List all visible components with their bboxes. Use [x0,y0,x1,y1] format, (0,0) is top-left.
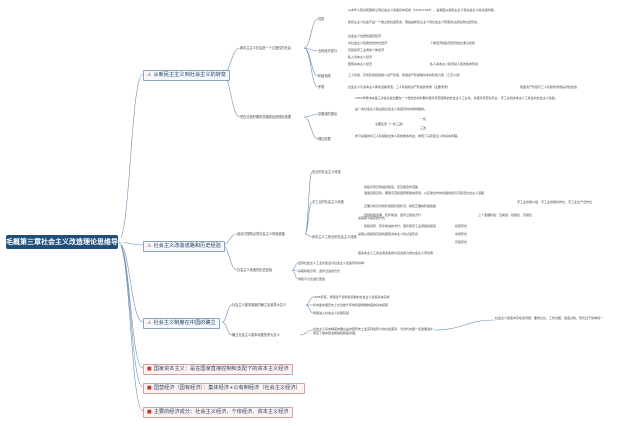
connector [304,201,313,235]
note: 把资本主义工商业者改造成为自食其力的社会主义劳动者 [358,251,434,255]
sidenote: 三改 [420,126,427,130]
connector [117,73,144,243]
topic-theory-basis[interactable]: 理论依据 [318,137,331,141]
topic-nature[interactable]: 性质 [318,17,325,21]
note: 1956年底，我国生产资料私有制的社会主义改造基本完成 [313,295,390,299]
note: 工人阶级、农民阶级和其他小资产阶级、民族资产阶级等基本的阶级力量（工农小资） [348,73,463,77]
note: 遵循自愿互利、典型示范和国家帮助的原则，以互助合作的优越性吸引农民走社会主义道路 [364,191,485,195]
connector [305,304,314,314]
note: 积极引导农民组织起来，走互助合作道路 [364,185,419,189]
note: 社会主义与资本主义两条道路矛盾，工人阶级和资产阶级的矛盾（主要矛盾） [348,85,451,89]
branch-main-economy[interactable]: ■主要的经济成分：社会主义经济、个体经济、资本主义经济 [143,407,293,418]
note: 国家资本主义经济 [348,62,373,66]
note: 标志着中国历史上长达数千年的阶级剥削制度的基本结束 [313,303,389,307]
topic-class-structure[interactable]: 阶级构成 [318,74,331,78]
note: 社会主义基本制度的确立是中国历史上最深刻最伟大的社会变革，为当代中国一切发展进步… [313,327,434,335]
warning-icon: ⚠ [147,72,152,78]
note: 是一条社会主义建设和社会主义改造同时并举的路线。 [355,107,428,111]
connector [303,116,319,140]
connector [433,319,496,331]
experience-item: 采取积极引导、逐步过渡的方式 [298,269,341,273]
topic-handicraft[interactable]: 手工业的社会主义改造 [312,200,344,204]
note: 从中华人民共和国成立到社会主义改造基本完成（1949-1956），是我国从新民主… [348,8,497,12]
connector [221,304,233,323]
note: 社会主义性质的国营经济 [348,34,382,38]
connector [303,47,319,88]
connector [117,241,144,246]
connector [117,241,144,323]
subtopic-basic-system[interactable]: 社会主义基本制度的确立及其重大意义 [232,303,287,307]
note: 社会主义改造中存在的问题：要求过急，工作过粗，改变过快，形式过于简单划一 [495,316,604,320]
sidenote: 个体经济和私营经济的比重占优势 [430,41,476,45]
connector [303,47,319,77]
warning-icon: ⚠ [147,243,152,249]
topic-contradiction[interactable]: 矛盾 [318,85,325,89]
flag-icon: ■ [147,366,152,372]
connector [305,296,314,306]
sidenote: 私人资本主义和劳动人民的集体劳动 [430,62,479,66]
experience-item: 用和平方法进行改造 [298,277,326,281]
note: 私人资本主义经济 [348,55,373,59]
flag-icon: ■ [147,409,152,415]
sidenote: 高级形式 [455,240,468,244]
sidenote: 一化 [420,117,427,121]
root-topic[interactable]: 毛概第三章社会主义改造理论思维导图 [6,235,125,249]
warning-icon: ⚠ [147,320,152,326]
sidenote: 中级形式 [455,232,468,236]
note: 学习总路线中工人阶级和全体人民的根本利益，体现了马克思主义的基本原理。 [355,134,461,138]
sidenote: 三个发展阶段：互助组、初级社、高级社 [478,213,533,217]
subtopic-historical-experience[interactable]: 社会主义改造的历史经验 [237,268,273,272]
note: 农民和手工业者的个体经济 [348,48,385,52]
note: 积极领导、稳步前进的方针，逐步把手工业者组织起来 [364,224,437,228]
branch-transition[interactable]: ⚠从新民主主义到社会主义的转变 [143,70,231,81]
subtopic-significance[interactable]: 确立社会主义基本制度的重大意义 [232,333,280,337]
topic-line-proposed[interactable]: 总路线的提出 [318,112,338,116]
connector [117,241,144,412]
note: 正确分析农村的阶级和阶层状况，制定正确的阶级政策 [364,204,437,208]
subtopic-chinese-road[interactable]: 适合中国特点的社会主义改造道路 [237,232,285,236]
branch-state-capitalism[interactable]: ■国家资本主义：是在国家直接控制和支配下的资本主义经济 [143,364,293,375]
connector [117,241,144,388]
branch-system-established[interactable]: ⚠社会主义制度在中国的确立 [143,318,220,329]
note: 1953年党中央第三次会议提出要在一个相当长的时期内逐步实现国家的社会主义工业化… [355,96,558,100]
connector [117,241,144,369]
connector [303,113,319,118]
note: 我国进入社会主义初级阶段 [313,311,350,315]
connector [299,329,314,336]
connector [221,321,233,336]
note: 采取和平赎买的方式 [358,216,386,220]
sidenote: 手工业供销小组、手工业供销合作社、手工业生产合作社 [517,200,593,204]
flag-icon: ■ [147,385,152,391]
experience-item: 坚持社会主义工业化建设与社会主义改造同时并举 [298,261,365,265]
note: 半社会主义性质的合作社经济 [348,41,388,45]
note: 新民主主义社会不是一个独立的社会形态，而是由新民主主义到社会主义转变的过渡性的社… [348,20,481,24]
note: 坚持积极发展、稳步前进、逐步过渡的方针 [364,213,422,217]
branch-reform-road[interactable]: ⚠社会主义改造道路和历史经验 [143,241,225,252]
sidenote: 初级形式 [455,224,468,228]
subtopic-general-line[interactable]: 党在过渡时期的总路线及其理论依据 [240,115,291,119]
connector [303,18,319,49]
subtopic-transitional-society[interactable]: 新民主主义社会是一个过渡性的社会 [240,46,291,50]
connector [303,47,319,52]
connector [304,171,313,235]
connector [304,233,313,238]
branch-state-economy[interactable]: ■国营经济（国有经济）：集体经济+公有制经济（社会主义经济） [143,383,305,394]
connector [291,269,299,280]
topic-agriculture[interactable]: 农业的社会主义改造 [312,170,341,174]
sidenote: 我国资产阶级与工人阶级的矛盾是对抗性的 [520,85,578,89]
note: 主要任务（一化三改） [375,122,406,126]
topic-five-economies[interactable]: 五种经济成分 [318,49,338,53]
topic-capitalist-commerce[interactable]: 资本主义工商业的社会主义改造 [312,235,357,239]
note: 采取从低级到高级的国家资本主义的过渡形式 [358,232,419,236]
